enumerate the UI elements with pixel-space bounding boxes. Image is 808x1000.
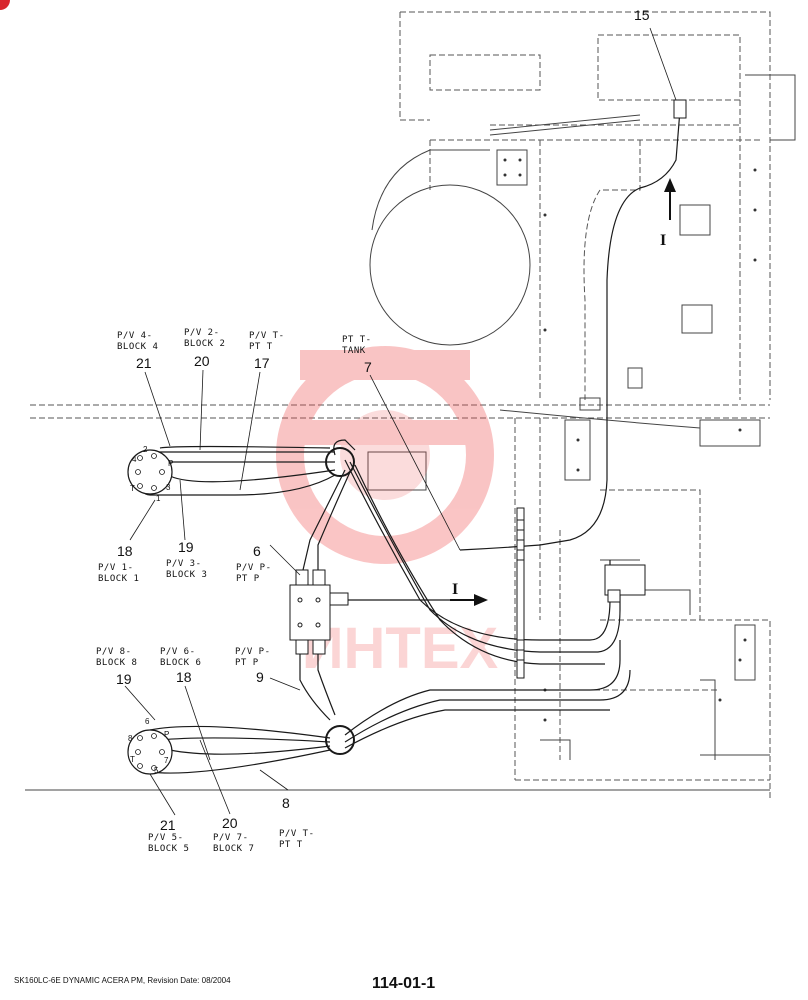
callout-19: 19	[178, 539, 194, 555]
label-pv5-block: BLOCK 5	[148, 844, 189, 854]
upper-junction-ring	[325, 447, 355, 477]
port-t: T	[130, 755, 135, 764]
port-p: P	[168, 459, 173, 468]
label-pv4-block: BLOCK 4	[117, 342, 158, 352]
label-pv7-block: BLOCK 7	[213, 844, 254, 854]
port-6: 6	[145, 717, 150, 726]
hose-clamp-strip	[516, 507, 525, 679]
red-corner-marker	[0, 0, 10, 10]
label-pvt: P/V T-	[249, 331, 285, 341]
bolt-holes	[503, 158, 757, 722]
label-pv1-block: BLOCK 1	[98, 574, 139, 584]
machine-frame	[30, 11, 771, 800]
port-3: 3	[166, 483, 171, 492]
label-pv8: P/V 8-	[96, 647, 132, 657]
callout-6: 6	[253, 543, 261, 559]
port-4: 4	[132, 455, 137, 464]
callout-18: 18	[117, 543, 133, 559]
port-5: 5	[154, 766, 159, 775]
pilot-valve-block	[289, 569, 349, 655]
callout-20: 20	[194, 353, 210, 369]
svg-text:I: I	[452, 581, 458, 598]
tank-fitting	[604, 99, 687, 603]
label-pvp-pt: PT P	[236, 574, 260, 584]
watermark-text: ИНТЕХ	[302, 616, 499, 681]
svg-text:I: I	[660, 232, 666, 249]
label-pv5: P/V 5-	[148, 833, 184, 843]
label-pvp2: P/V P-	[235, 647, 271, 657]
callout-19: 19	[116, 671, 132, 687]
callout-15: 15	[634, 7, 650, 23]
label-pv3-block: BLOCK 3	[166, 570, 207, 580]
callout-17: 17	[254, 355, 270, 371]
machine-frame-solid	[25, 74, 796, 791]
label-pv8-block: BLOCK 8	[96, 658, 137, 668]
callout-18: 18	[176, 669, 192, 685]
label-pv1: P/V 1-	[98, 563, 134, 573]
leader-lines	[124, 27, 677, 816]
port-7: 7	[164, 756, 169, 765]
label-ptt: PT T-	[342, 335, 372, 345]
page-number: 114-01-1	[372, 975, 436, 992]
port-p: P	[164, 730, 169, 739]
view-arrow-right: I	[450, 581, 488, 606]
callout-9: 9	[256, 669, 264, 685]
label-ptt-tank: TANK	[342, 346, 366, 356]
callout-8: 8	[282, 795, 290, 811]
lower-junction-ring	[325, 725, 355, 755]
view-arrow-upper: I	[660, 178, 676, 249]
callout-21: 21	[136, 355, 152, 371]
label-pvt-pt: PT T	[249, 342, 273, 352]
label-pv7: P/V 7-	[213, 833, 249, 843]
callout-21: 21	[160, 817, 176, 833]
port-t: T	[130, 484, 135, 493]
watermark-logo	[276, 346, 494, 564]
callout-20: 20	[222, 815, 238, 831]
label-pvp2-pt: PT P	[235, 658, 259, 668]
upper-pilot-valve-manifold	[127, 449, 173, 495]
label-pv6-block: BLOCK 6	[160, 658, 201, 668]
port-1: 1	[156, 494, 161, 503]
port-2: 2	[143, 445, 148, 454]
footer-revision-text: SK160LC-6E DYNAMIC ACERA PM, Revision Da…	[14, 976, 231, 985]
label-pv3: P/V 3-	[166, 559, 202, 569]
label-pvp: P/V P-	[236, 563, 272, 573]
label-pv2-block: BLOCK 2	[184, 339, 225, 349]
port-8: 8	[128, 734, 133, 743]
label-pv4: P/V 4-	[117, 331, 153, 341]
callout-7: 7	[364, 359, 372, 375]
label-pv2: P/V 2-	[184, 328, 220, 338]
label-pvt2-pt: PT T	[279, 840, 303, 850]
label-pv6: P/V 6-	[160, 647, 196, 657]
label-pvt2: P/V T-	[279, 829, 315, 839]
fuel-tank-circle	[369, 184, 531, 346]
